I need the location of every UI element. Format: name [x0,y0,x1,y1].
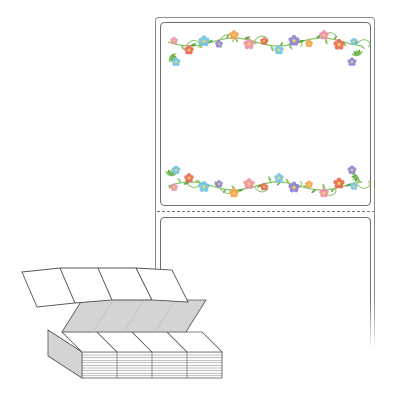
flower [288,34,300,46]
flower [243,178,255,190]
flower [333,177,345,189]
unfolded-strip [21,267,189,308]
leaf [183,181,190,185]
flower [170,183,178,191]
label-web [61,299,207,333]
web-divider [92,299,114,333]
leaf [167,169,171,176]
leaf [303,184,307,188]
vine-curl [253,35,269,44]
leaf [316,34,321,39]
flower [184,45,194,55]
flower [333,38,345,50]
leaf [289,44,293,50]
leaf [168,56,172,63]
flower [170,36,178,45]
flower [184,173,194,183]
vine-curl [355,180,371,189]
flower [305,39,313,48]
leaf [226,34,230,39]
leaf [311,189,316,194]
leaf [330,188,334,193]
leaf [195,179,199,183]
leaf [170,173,177,177]
leaf [334,35,338,40]
flower [229,188,239,198]
leaf [177,177,181,183]
stack-top-face [61,331,223,353]
flower [350,182,358,190]
flower [319,30,329,40]
leaf [199,45,203,49]
leaf [280,42,284,46]
flower [215,40,223,48]
fanfold-label-stack-icon [21,267,223,379]
leaf [351,53,358,57]
flower [274,45,284,55]
leaf [270,45,274,53]
leaf [244,36,251,40]
flower [274,173,284,183]
leaf [361,45,365,49]
leaf [358,50,363,56]
label-sheet [155,17,375,347]
top-label [160,22,371,206]
floral-border-bottom [165,165,371,198]
flower [288,181,300,193]
label-stack [47,329,223,379]
flower [350,37,358,46]
web-divider [123,299,145,333]
leaf [181,45,185,51]
flower [215,179,223,188]
leaf [276,182,280,186]
stack-side [47,329,83,379]
leaf [165,170,170,176]
leaf [357,49,361,56]
leaf [356,176,360,183]
flower [198,181,210,192]
strip-label [135,267,189,303]
leaf [298,39,305,43]
vine-curl [185,179,201,189]
flower [171,57,181,67]
web-divider [154,299,176,333]
flower [347,165,357,175]
flower [347,57,357,67]
leaf [345,183,352,187]
leaf [208,39,213,44]
flower [198,35,210,47]
leaf [268,175,272,183]
stack-top-label [166,331,223,353]
vine-curl [355,39,371,48]
floral-border-top [167,30,371,67]
flower [319,188,329,198]
leaf [324,38,328,45]
flower [243,38,255,50]
leaf [222,189,226,194]
flower [229,30,239,40]
flower [305,180,313,188]
leaf [237,188,244,192]
leaf [190,43,197,47]
flower [260,182,268,191]
flower [171,165,181,175]
leaf [352,176,358,181]
leaf [285,178,289,184]
flower [260,37,268,45]
